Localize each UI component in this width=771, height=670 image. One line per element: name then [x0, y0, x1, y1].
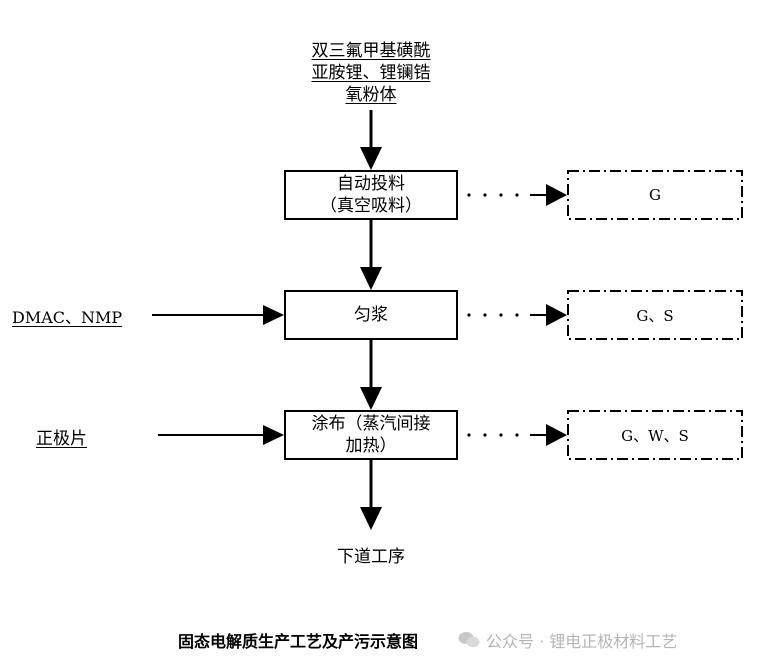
watermark: 公众号 · 锂电正极材料工艺	[458, 628, 677, 652]
output-arrow-1	[467, 184, 567, 206]
output-box-1	[567, 170, 743, 220]
output-label-1: G	[649, 186, 661, 204]
step-box-homogenizing: 匀浆	[284, 290, 458, 340]
step-3-line-1: 涂布（蒸汽间接	[311, 414, 431, 434]
side-input-solvent: DMAC、NMP	[12, 308, 123, 327]
step-box-coating: 涂布（蒸汽间接 加热）	[284, 410, 458, 460]
input-line-3: 氧粉体	[345, 85, 397, 105]
input-line-2: 亚胺锂、锂镧锆	[311, 63, 431, 83]
side-input-cathode: 正极片	[36, 429, 87, 449]
watermark-text: 公众号 · 锂电正极材料工艺	[486, 632, 678, 651]
output-arrow-2	[467, 304, 567, 326]
output-label-2: G、S	[636, 306, 674, 325]
step-2-label: 匀浆	[354, 305, 388, 325]
output-label-3: G、W、S	[621, 426, 689, 445]
step-1-line-1: 自动投料	[337, 174, 405, 194]
input-line-1: 双三氟甲基磺酰	[311, 41, 431, 61]
next-step-label: 下道工序	[337, 547, 405, 567]
step-1-line-2: （真空吸料）	[320, 196, 422, 216]
output-box-3	[567, 410, 743, 460]
input-material: 双三氟甲基磺酰 亚胺锂、锂镧锆 氧粉体	[286, 40, 456, 106]
output-arrow-3	[467, 424, 567, 446]
step-box-feeding: 自动投料 （真空吸料）	[284, 170, 458, 220]
output-box-2	[567, 290, 743, 340]
step-3-line-2: 加热）	[345, 436, 397, 456]
diagram-caption: 固态电解质生产工艺及产污示意图	[178, 632, 419, 651]
wechat-icon	[458, 631, 480, 649]
